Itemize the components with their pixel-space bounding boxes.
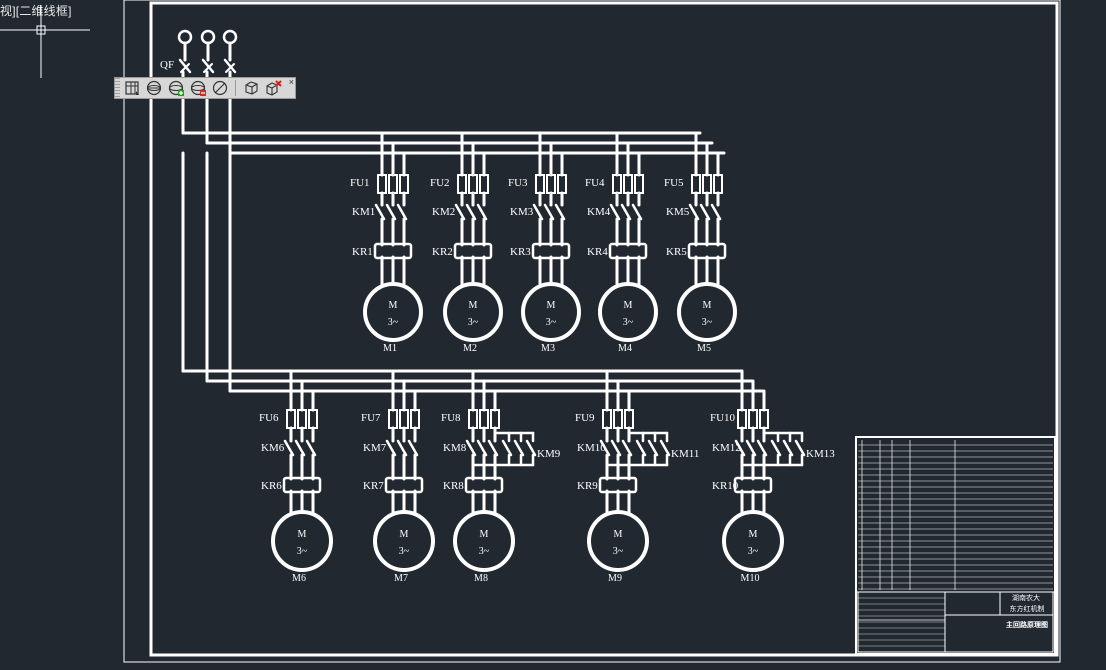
title-school: 湖南农大 — [1012, 593, 1040, 602]
contactor-label: KM6 — [261, 442, 285, 454]
toolbar-separator — [235, 80, 236, 96]
motor-symbol: M — [400, 529, 409, 540]
motor-label: M5 — [697, 343, 711, 354]
motor-label: M4 — [618, 343, 632, 354]
fuse-label: FU1 — [350, 177, 370, 189]
toolbar-grip[interactable] — [115, 78, 120, 98]
toolbar-close-icon[interactable]: × — [288, 77, 294, 87]
motor-phase: 3~ — [613, 546, 624, 557]
motor-symbol: M — [614, 529, 623, 540]
relay-label: KR7 — [363, 480, 384, 492]
motor-phase: 3~ — [479, 546, 490, 557]
contactor-label: KM7 — [363, 442, 387, 454]
fuse-label: FU5 — [664, 177, 684, 189]
motor-phase: 3~ — [702, 317, 713, 328]
fuse-label: FU10 — [710, 412, 736, 424]
fuse-label: FU9 — [575, 412, 595, 424]
contactor-b-label: KM9 — [537, 448, 561, 460]
motor-phase: 3~ — [388, 317, 399, 328]
sphere-plus-icon[interactable] — [166, 79, 186, 97]
contactor-label: KM1 — [352, 206, 375, 218]
motor-symbol: M — [480, 529, 489, 540]
relay-label: KR9 — [577, 480, 598, 492]
motor-phase: 3~ — [399, 546, 410, 557]
fuse-label: FU4 — [585, 177, 605, 189]
motor-label: M9 — [608, 573, 622, 584]
title-course: 东方红机制 — [1010, 604, 1045, 613]
breaker-terminal — [177, 29, 193, 45]
motor-phase: 3~ — [748, 546, 759, 557]
contactor-label: KM2 — [432, 206, 455, 218]
relay-label: KR8 — [443, 480, 464, 492]
relay-label: KR3 — [510, 246, 531, 258]
relay-label: KR2 — [432, 246, 453, 258]
fuse-label: FU2 — [430, 177, 450, 189]
contactor-b-label: KM11 — [671, 448, 699, 460]
contactor-label: KM4 — [587, 206, 611, 218]
breaker-label: QF — [160, 59, 174, 71]
motor-label: M8 — [474, 573, 488, 584]
motor-label: M2 — [463, 343, 477, 354]
fuse-label: FU7 — [361, 412, 381, 424]
box-icon[interactable] — [241, 79, 261, 97]
fuse-label: FU3 — [508, 177, 528, 189]
breaker-terminal — [200, 29, 216, 45]
motor-symbol: M — [389, 300, 398, 311]
contactor-b-label: KM13 — [806, 448, 835, 460]
relay-label: KR5 — [666, 246, 687, 258]
motor-label: M10 — [741, 573, 760, 584]
relay-label: KR6 — [261, 480, 282, 492]
sphere-icon[interactable] — [144, 79, 164, 97]
motor-label: M7 — [394, 573, 408, 584]
motor-symbol: M — [298, 529, 307, 540]
contactor-label: KM5 — [666, 206, 690, 218]
contactor-label: KM12 — [712, 442, 741, 454]
sheet-outer-border — [123, 0, 1061, 663]
title-main: 主回路原理图 — [1006, 620, 1048, 629]
crosshair-cursor — [0, 5, 90, 78]
fuse-label: FU8 — [441, 412, 461, 424]
relay-label: KR4 — [587, 246, 608, 258]
view-cube-icon[interactable] — [122, 79, 142, 97]
fuse-label: FU6 — [259, 412, 279, 424]
sphere-minus-icon[interactable] — [188, 79, 208, 97]
relay-label: KR1 — [352, 246, 373, 258]
motor-symbol: M — [703, 300, 712, 311]
floating-toolbar[interactable]: × — [114, 77, 296, 99]
motor-phase: 3~ — [297, 546, 308, 557]
motor-label: M6 — [292, 573, 306, 584]
box-delete-icon[interactable] — [263, 79, 283, 97]
motor-label: M3 — [541, 343, 555, 354]
motor-phase: 3~ — [468, 317, 479, 328]
viewport-label[interactable]: 视][二维线框] — [0, 4, 72, 18]
motor-symbol: M — [547, 300, 556, 311]
sphere-slash-icon[interactable] — [210, 79, 230, 97]
contactor-label: KM8 — [443, 442, 467, 454]
motor-symbol: M — [469, 300, 478, 311]
motor-phase: 3~ — [546, 317, 557, 328]
motor-symbol: M — [749, 529, 758, 540]
motor-symbol: M — [624, 300, 633, 311]
motor-phase: 3~ — [623, 317, 634, 328]
motor-label: M1 — [383, 343, 397, 354]
sheet-inner-border — [149, 1, 1059, 657]
breaker-terminal — [222, 29, 238, 45]
relay-label: KR10 — [712, 480, 739, 492]
contactor-label: KM3 — [510, 206, 534, 218]
contactor-label: KM10 — [577, 442, 606, 454]
